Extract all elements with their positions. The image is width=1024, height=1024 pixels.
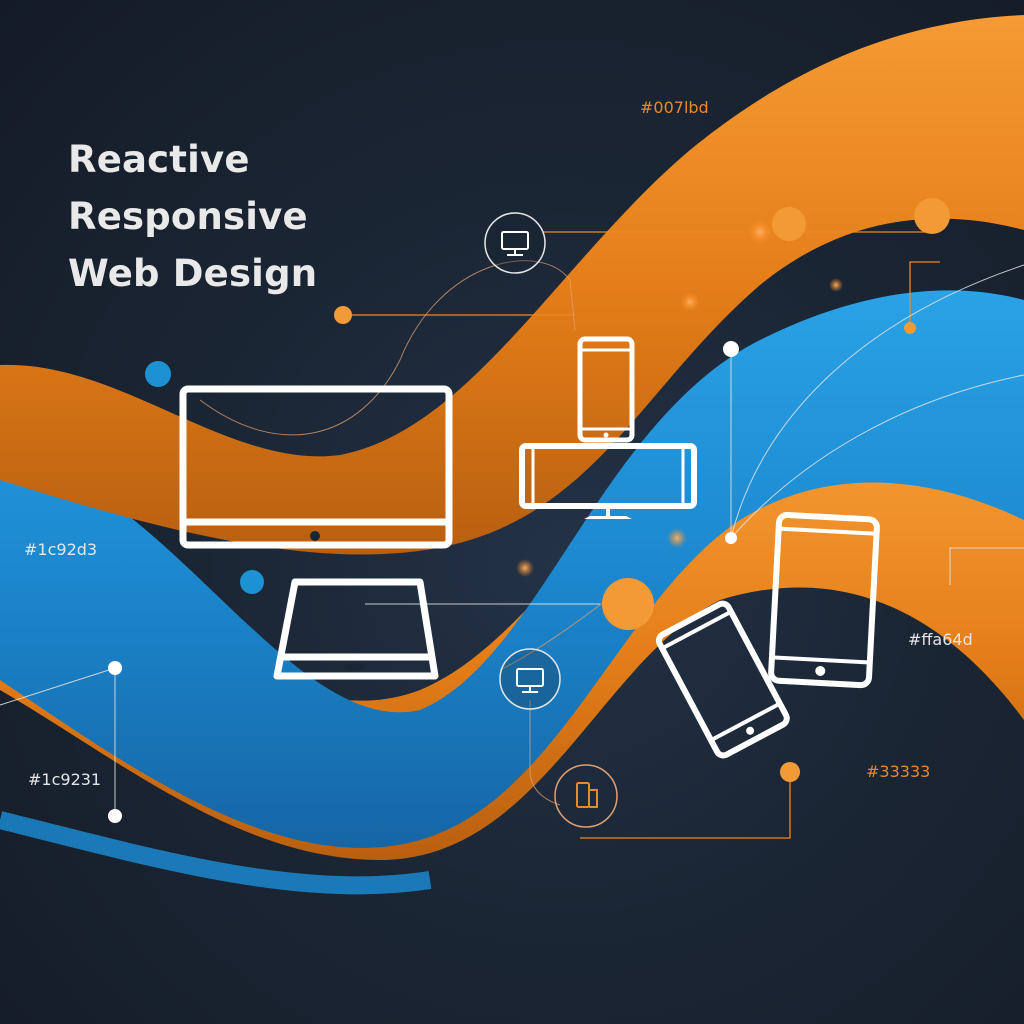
accent-dots [108,198,950,823]
landscape-tablet-icon [519,443,697,519]
color-code-007lbd: #007lbd [640,98,709,117]
color-code-1c92d3: #1c92d3 [24,540,98,559]
smartphone-icon [768,512,880,689]
color-code-1c9231: #1c9231 [28,770,102,789]
color-code-33333: #33333 [866,762,931,781]
desktop-monitor-icon [179,385,453,549]
smartphone-icon [577,336,635,443]
color-code-ffa64d: #ffa64d [908,630,973,649]
headline-line-1: Reactive [68,138,250,181]
blue-wave [0,290,1024,848]
connector-lines [343,231,940,839]
small-monitor-icon [484,212,546,274]
tablet-icon [273,578,439,680]
headline-line-2: Responsive [68,195,308,238]
small-phone-icon [554,764,618,828]
headline-line-3: Web Design [68,252,318,295]
orange-wave-upper [0,15,1024,555]
smartphone-icon [655,600,790,759]
small-monitor-icon [499,648,561,710]
